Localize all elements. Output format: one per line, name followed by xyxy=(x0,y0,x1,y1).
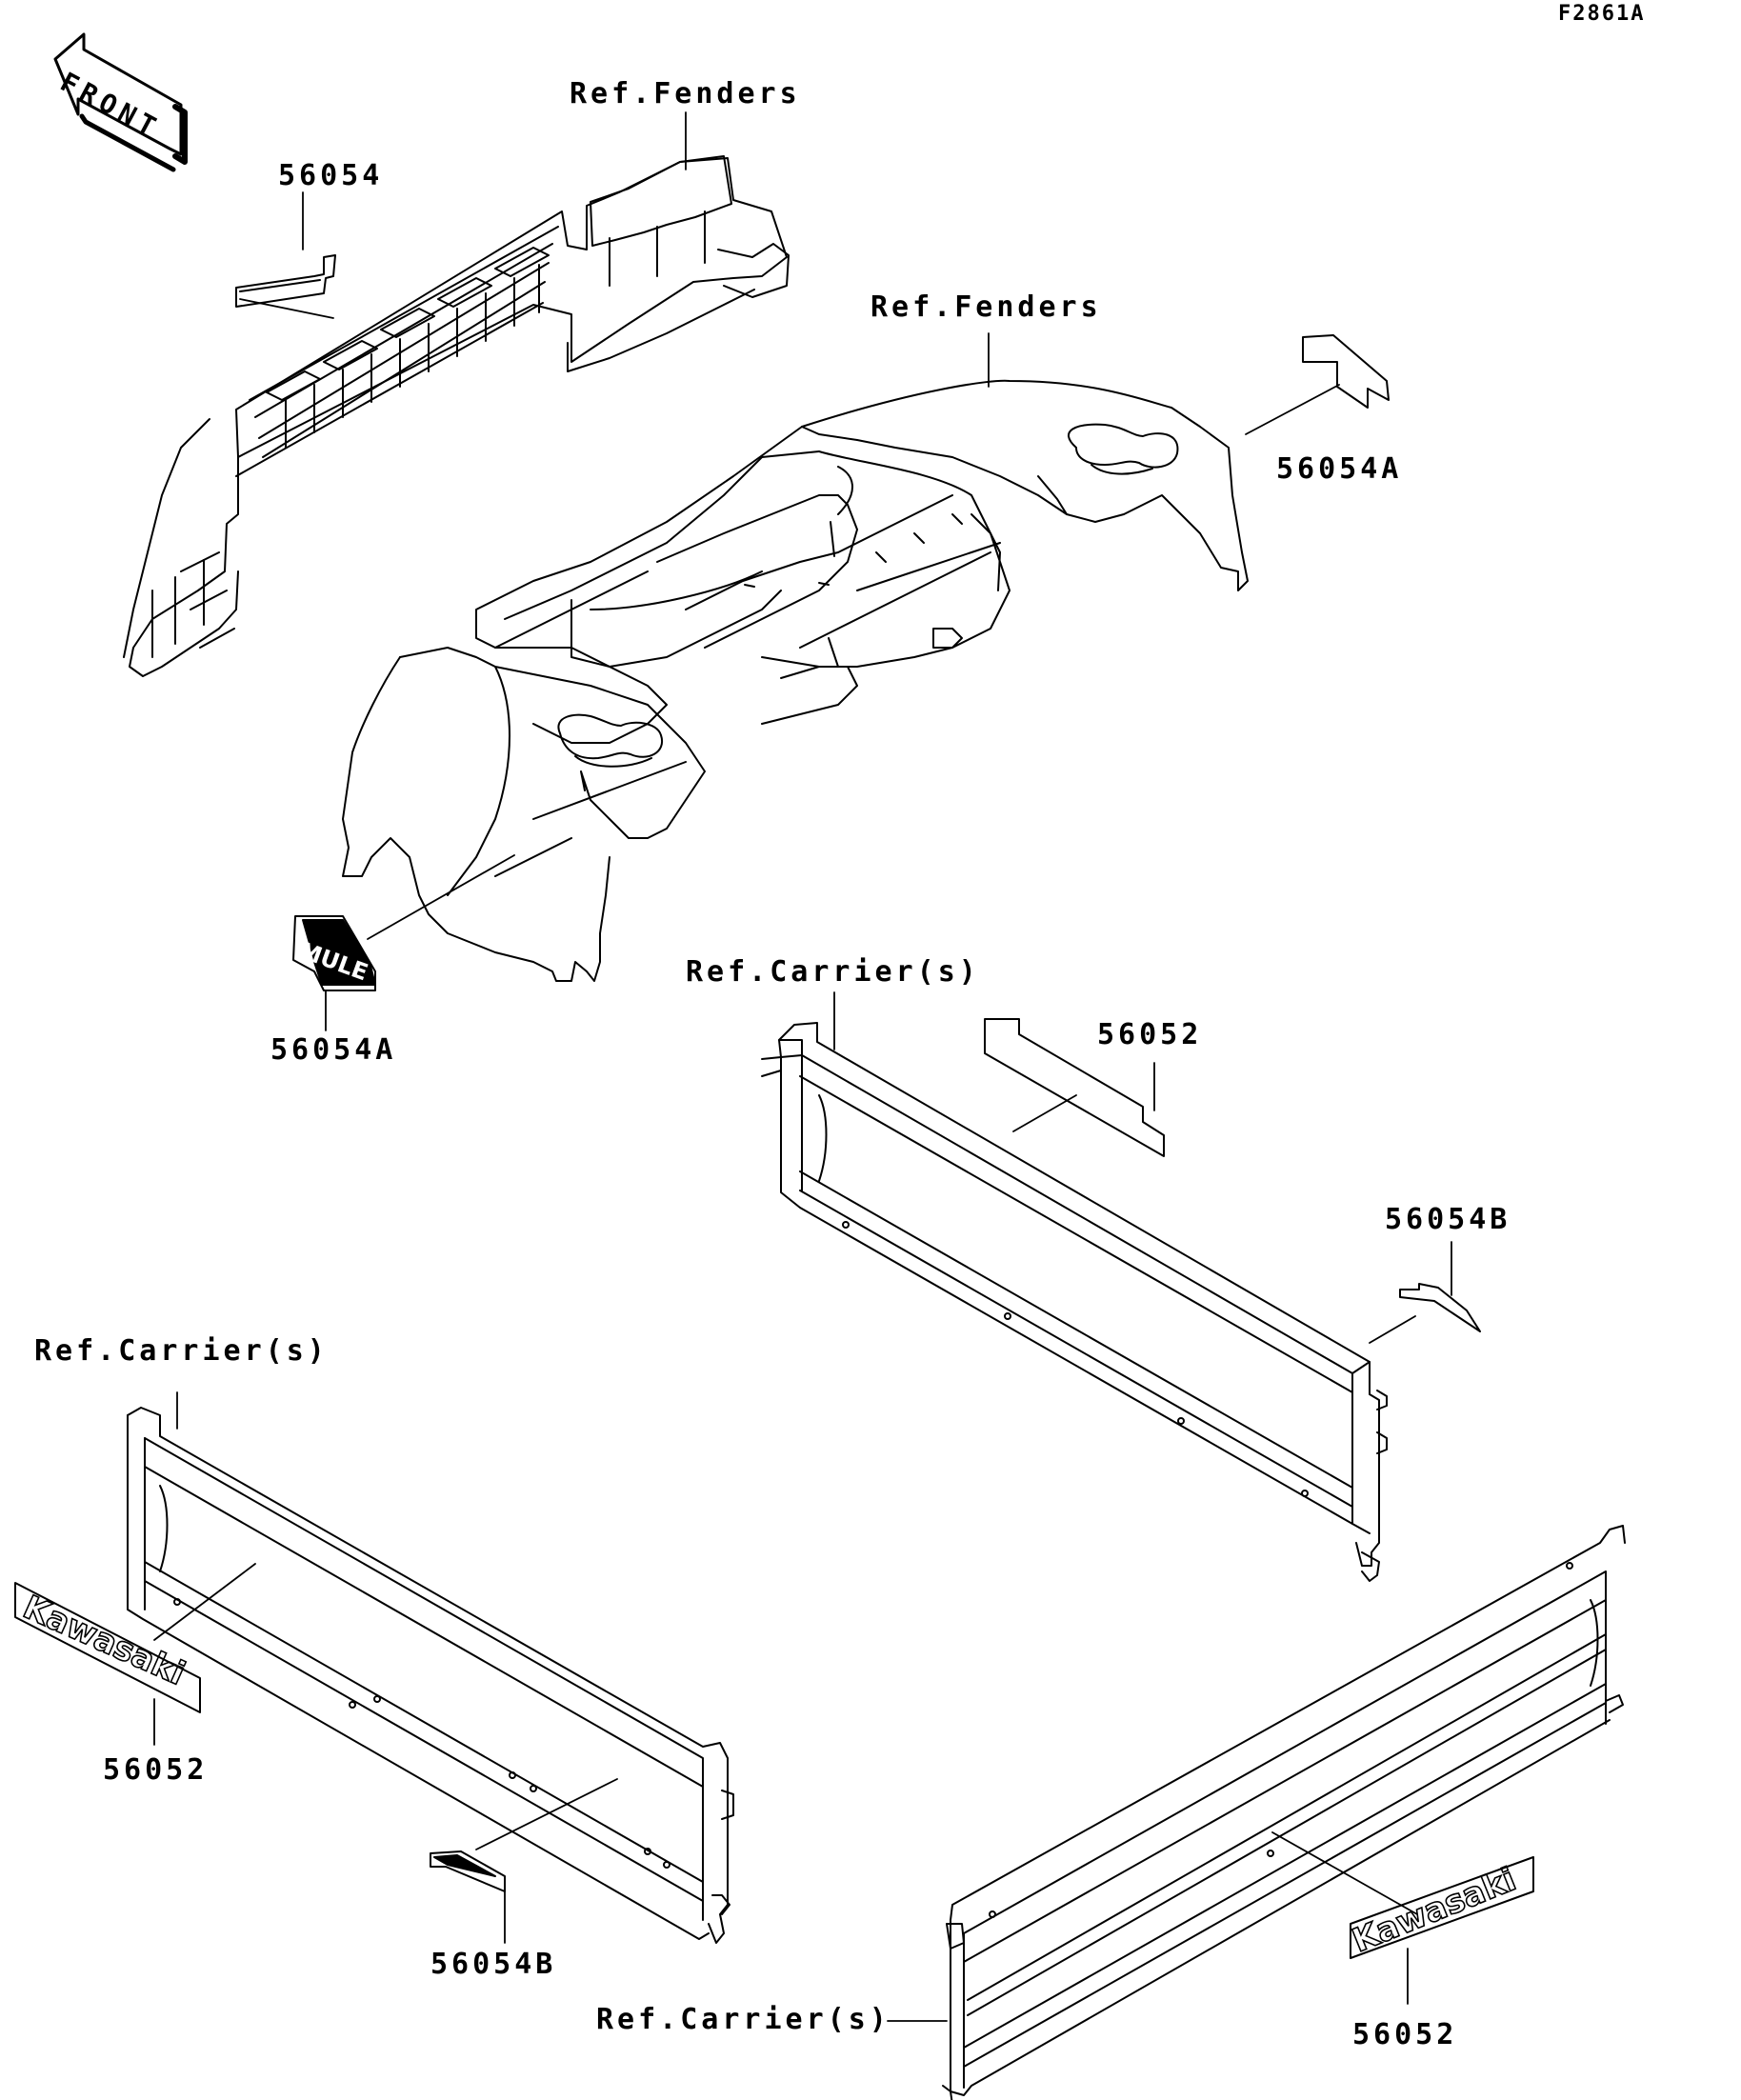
svg-text:Kawasaki: Kawasaki xyxy=(17,1589,190,1693)
label-part-56054b-bottom: 56054B xyxy=(430,1948,557,1981)
label-part-56052-mid: 56052 xyxy=(1097,1018,1203,1051)
decal-56054a-right-part xyxy=(1302,334,1390,409)
label-part-56054b-right: 56054B xyxy=(1385,1203,1511,1236)
figure-id: F2861A xyxy=(1558,2,1646,26)
front-arrow-icon xyxy=(53,32,188,172)
decal-mule-part xyxy=(292,915,376,991)
decal-4wd-part xyxy=(430,1850,506,1892)
decal-kawasaki-left-part xyxy=(14,1582,201,1713)
label-ref-fenders-top: Ref.Fenders xyxy=(570,77,801,110)
leader-lines xyxy=(153,111,1452,2022)
decal-kawasaki-right-part xyxy=(1350,1856,1534,1959)
decal-lettering: MULE Kawasaki Kawasaki xyxy=(17,936,1523,1961)
label-part-56054: 56054 xyxy=(278,159,384,192)
decal-56052-middle-part xyxy=(984,1018,1165,1157)
carrier-gate-middle xyxy=(761,1022,1388,1582)
carrier-gate-right xyxy=(942,1525,1626,2100)
label-part-56054a-right: 56054A xyxy=(1276,452,1403,486)
carrier-gate-left xyxy=(127,1407,734,1944)
label-part-56052-left: 56052 xyxy=(103,1753,209,1787)
label-ref-carrier-mid: Ref.Carrier(s) xyxy=(686,955,980,989)
rear-fender-part xyxy=(342,379,1249,982)
decal-56054-part xyxy=(235,254,336,308)
label-ref-fenders-mid: Ref.Fenders xyxy=(870,290,1102,324)
label-part-56052-bottom: 56052 xyxy=(1352,2018,1458,2051)
label-ref-carrier-bottom: Ref.Carrier(s) xyxy=(596,2003,891,2036)
svg-text:Kawasaki: Kawasaki xyxy=(1347,1860,1521,1960)
front-grille-part xyxy=(123,155,790,677)
label-ref-carrier-left: Ref.Carrier(s) xyxy=(34,1334,329,1368)
label-part-56054a-left: 56054A xyxy=(270,1033,397,1067)
decal-56054b-right-part xyxy=(1399,1283,1481,1332)
